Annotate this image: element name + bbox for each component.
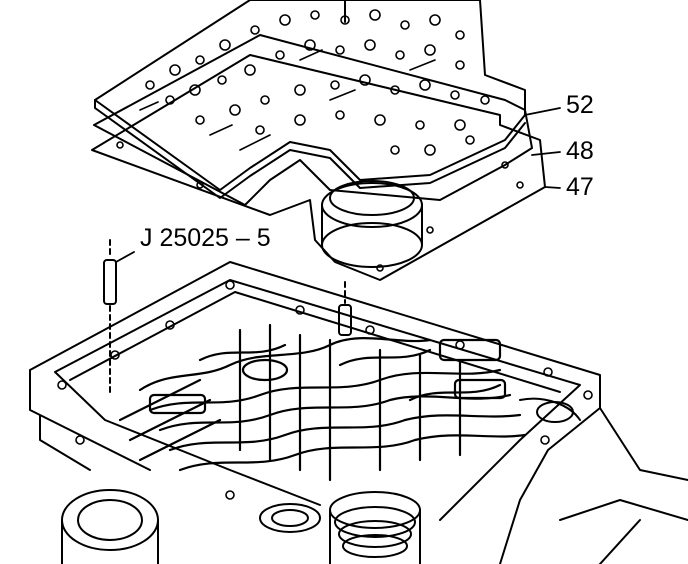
guide-pin-right — [338, 281, 352, 336]
gasket-48-outline — [93, 34, 533, 206]
leader-47 — [544, 186, 561, 189]
leader-48 — [531, 151, 561, 156]
guide-pin-left — [103, 239, 135, 393]
callout-part-47: 47 — [566, 173, 594, 201]
case-lug — [61, 489, 159, 564]
leader-52 — [524, 107, 561, 116]
callout-part-48: 48 — [566, 137, 594, 165]
callout-part-52: 52 — [566, 91, 594, 119]
transmission-case-outline — [29, 261, 601, 564]
valve-body-passages — [118, 323, 527, 482]
servo-spring — [259, 491, 421, 564]
spacer-plate-52-outline — [94, 0, 526, 191]
gasket-47-outline — [91, 54, 546, 281]
callout-tool-j25025-5: J 25025 – 5 — [140, 224, 271, 252]
